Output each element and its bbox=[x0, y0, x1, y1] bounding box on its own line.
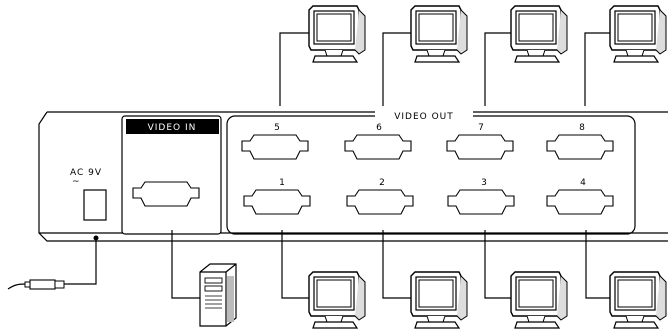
bottom-cables bbox=[171, 230, 610, 299]
video-out-label: VIDEO OUT bbox=[394, 112, 454, 122]
port-label-5: 5 bbox=[274, 123, 280, 133]
port-label-4: 4 bbox=[580, 178, 586, 188]
power-section: AC 9V ~ bbox=[70, 168, 107, 241]
power-cable bbox=[7, 241, 97, 290]
power-jack[interactable] bbox=[83, 189, 107, 221]
ac-symbol: ~ bbox=[72, 177, 81, 187]
video-out-port-7[interactable] bbox=[446, 134, 514, 160]
port-label-6: 6 bbox=[376, 123, 382, 133]
port-label-8: 8 bbox=[579, 123, 585, 133]
monitor-bottom-2 bbox=[410, 271, 468, 329]
top-cables bbox=[279, 32, 610, 106]
monitor-top-4 bbox=[609, 5, 667, 63]
tower-pc-icon bbox=[199, 263, 237, 327]
video-in-section: VIDEO IN bbox=[121, 115, 222, 235]
power-label: AC 9V bbox=[70, 168, 102, 178]
port-label-2: 2 bbox=[379, 178, 385, 188]
monitor-bottom-4 bbox=[609, 271, 667, 329]
video-in-label: VIDEO IN bbox=[148, 123, 197, 133]
video-out-port-2[interactable] bbox=[346, 189, 414, 215]
video-out-port-5[interactable] bbox=[241, 134, 309, 160]
video-out-port-4[interactable] bbox=[546, 189, 614, 215]
power-plug-icon bbox=[24, 279, 68, 290]
video-out-section: VIDEO OUT 5 6 7 8 1 2 3 4 bbox=[226, 110, 636, 235]
video-out-port-6[interactable] bbox=[344, 134, 412, 160]
monitor-top-1 bbox=[308, 5, 366, 63]
port-label-3: 3 bbox=[481, 178, 487, 188]
monitor-bottom-3 bbox=[510, 271, 568, 329]
video-out-port-1[interactable] bbox=[243, 189, 311, 215]
port-label-1: 1 bbox=[279, 178, 285, 188]
monitor-top-3 bbox=[510, 5, 568, 63]
video-out-port-8[interactable] bbox=[546, 134, 614, 160]
port-label-7: 7 bbox=[478, 123, 484, 133]
video-out-port-3[interactable] bbox=[447, 189, 515, 215]
monitor-top-2 bbox=[410, 5, 468, 63]
video-in-port[interactable] bbox=[132, 181, 200, 207]
monitor-bottom-1 bbox=[308, 271, 366, 329]
